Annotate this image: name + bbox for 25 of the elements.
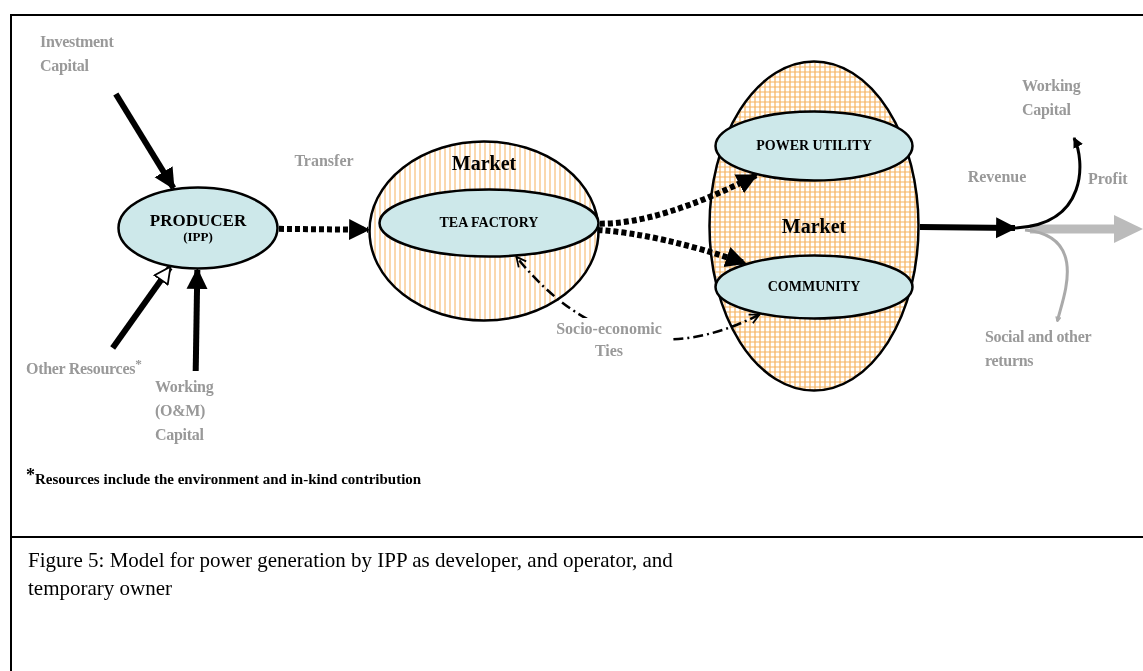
input-label: Working Capital [1022, 74, 1092, 134]
arrow [919, 217, 1018, 239]
arrow [278, 219, 371, 241]
node-label: POWER UTILITY [756, 137, 872, 155]
input-label: Investment Capital [40, 30, 150, 90]
arrow [599, 172, 758, 227]
node-label: Market [781, 214, 847, 238]
arrow [1024, 228, 1069, 323]
node-label: Market [451, 152, 517, 175]
input-label: Social and other returns [985, 325, 1115, 385]
node-label: (IPP) [183, 230, 213, 246]
node-label: TEA FACTORY [439, 214, 539, 232]
input-label: Working (O&M) Capital [155, 375, 235, 455]
arrow [113, 92, 176, 190]
node-label: COMMUNITY [767, 278, 861, 296]
arrow [110, 265, 173, 350]
edge-label: Revenue [966, 167, 1028, 187]
input-label: Other Resources$^{*}$ [26, 352, 151, 412]
arrow [186, 267, 208, 372]
flow-label: Profit [1088, 169, 1128, 189]
edge-label: Transfer [293, 151, 355, 171]
node-label: PRODUCER [149, 210, 247, 231]
arrow [1014, 137, 1083, 230]
arrow [597, 227, 747, 268]
figure-caption: Figure 5: Model for power generation by IPP as developer, and operator, and temporary owner [28, 547, 674, 602]
